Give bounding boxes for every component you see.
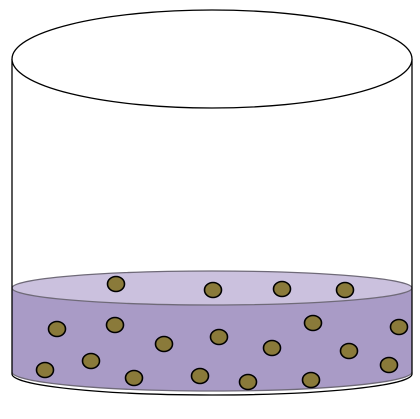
particle xyxy=(303,373,320,388)
particle xyxy=(192,369,209,384)
particle xyxy=(107,318,124,333)
particle xyxy=(37,363,54,378)
particle xyxy=(240,375,257,390)
particle xyxy=(49,322,66,337)
particle xyxy=(391,320,408,335)
particle xyxy=(341,344,358,359)
particle xyxy=(211,330,228,345)
particle xyxy=(381,358,398,373)
particle xyxy=(264,341,281,356)
particle xyxy=(274,282,291,297)
particle xyxy=(205,283,222,298)
particle xyxy=(305,316,322,331)
particle xyxy=(337,283,354,298)
particle xyxy=(83,354,100,369)
particle xyxy=(108,277,125,292)
beaker-rim xyxy=(12,10,412,108)
particle xyxy=(126,371,143,386)
particle xyxy=(156,337,173,352)
